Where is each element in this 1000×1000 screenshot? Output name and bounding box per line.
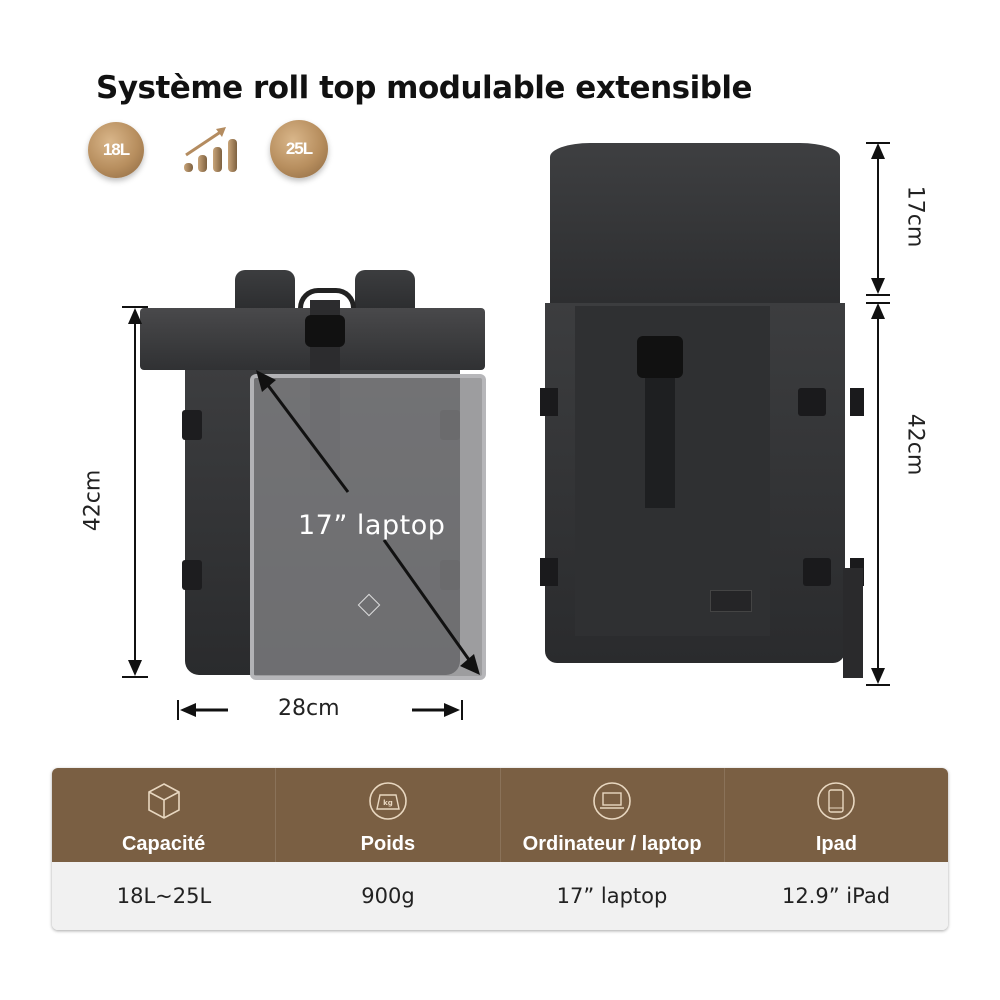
laptop-diagonal-arrow <box>256 370 480 675</box>
dim-tick <box>122 306 148 308</box>
width-dimension-arrows <box>177 700 463 720</box>
svg-text:kg: kg <box>383 799 393 807</box>
spec-value-capacity: 18L~25L <box>116 884 212 908</box>
growth-chart-arrow-icon <box>184 127 237 172</box>
spec-header-label: Ordinateur / laptop <box>522 833 702 855</box>
capacity-badge-from: 18L <box>88 122 144 178</box>
spec-header-label: Poids <box>360 833 416 855</box>
dim-arrow-down <box>128 660 142 676</box>
right-extension-label: 17cm <box>902 185 928 248</box>
dim-arrow-down <box>871 278 885 294</box>
capacity-badge-to: 25L <box>270 120 328 178</box>
spec-table-header-row: Capacité kg Poids Ordinateur / laptop Ip… <box>52 768 948 862</box>
weight-scale-icon: kg <box>368 781 408 821</box>
laptop-size-label: 17” laptop <box>298 510 446 541</box>
height-dimension-line <box>134 318 136 662</box>
left-height-label: 42cm <box>80 469 106 532</box>
cube-icon <box>144 781 184 821</box>
page-title: Système roll top modulable extensible <box>96 70 753 106</box>
dim-tick <box>122 676 148 678</box>
tablet-icon <box>816 781 856 821</box>
dim-arrow-up <box>871 143 885 159</box>
spec-header-label: Ipad <box>815 833 857 855</box>
spec-header-laptop: Ordinateur / laptop <box>501 768 725 862</box>
dim-arrow-up <box>128 308 142 324</box>
dim-tick <box>866 684 890 686</box>
spec-header-capacity: Capacité <box>52 768 277 862</box>
spec-table-value-row: 18L~25L 900g 17” laptop 12.9” iPad <box>52 862 948 930</box>
dim-tick <box>866 142 890 144</box>
spec-value-weight: 900g <box>361 884 415 908</box>
dim-tick <box>866 302 890 304</box>
dim-arrow-up <box>871 303 885 319</box>
spec-table: Capacité kg Poids Ordinateur / laptop Ip… <box>52 768 948 930</box>
spec-header-ipad: Ipad <box>725 768 948 862</box>
body-height-dimension-line <box>877 318 879 670</box>
laptop-icon <box>592 781 632 821</box>
extension-dimension-line <box>877 158 879 280</box>
spec-value-ipad: 12.9” iPad <box>781 884 891 908</box>
dim-tick <box>866 294 890 296</box>
spec-header-weight: kg Poids <box>276 768 501 862</box>
left-width-label: 28cm <box>278 696 340 721</box>
right-body-height-label: 42cm <box>902 413 928 476</box>
right-backpack-image <box>540 143 865 693</box>
dim-arrow-down <box>871 668 885 684</box>
spec-header-label: Capacité <box>121 833 206 855</box>
spec-value-laptop: 17” laptop <box>556 884 668 908</box>
